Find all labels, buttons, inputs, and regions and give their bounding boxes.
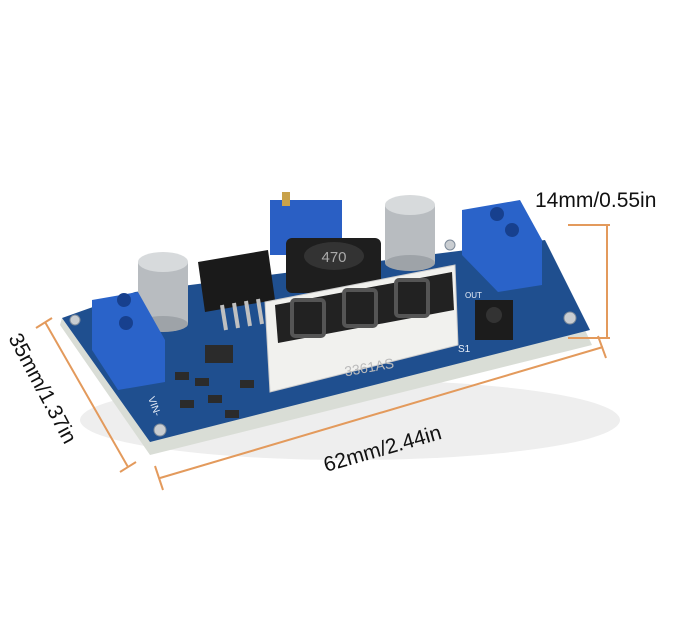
capacitor-left: [138, 252, 188, 332]
terminal-block-right: [462, 200, 542, 292]
mounting-holes: [69, 239, 577, 437]
width-label: 35mm/1.37in: [4, 330, 81, 448]
led-display: 3361AS: [264, 264, 459, 393]
out-label: OUT: [465, 291, 482, 300]
length-dimension-line: [159, 346, 604, 479]
s1-label: S1: [458, 344, 471, 355]
seven-segment-digits: [290, 278, 430, 338]
terminal-block-left: [92, 292, 165, 390]
width-dimension-line: [44, 321, 129, 468]
inductor-marking: 470: [321, 249, 346, 266]
dimension-lines: [35, 224, 610, 491]
capacitor-right: [385, 195, 435, 271]
height-label: 14mm/0.55in: [535, 189, 656, 212]
regulator-chip: [198, 250, 275, 312]
chip-pins: [220, 298, 264, 331]
smd-components: [175, 345, 254, 418]
inductor: 470: [286, 238, 381, 293]
push-button: [475, 300, 513, 340]
